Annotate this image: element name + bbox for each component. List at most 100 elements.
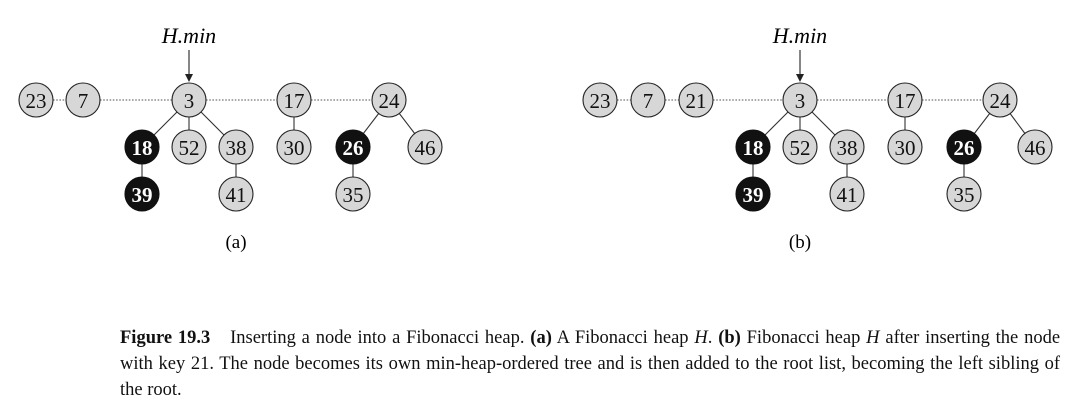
node-circle <box>18 82 54 118</box>
node-key: 38 <box>226 136 247 160</box>
tree-edge <box>764 111 789 136</box>
min-pointer: H.min <box>772 23 827 82</box>
heap-node-35: 35 <box>335 176 371 212</box>
caption-heap-symbol: H <box>694 328 708 348</box>
caption-text-2: A Fibonacci heap <box>556 328 689 348</box>
node-key: 3 <box>795 89 806 113</box>
tree-edge <box>362 113 380 134</box>
heap-node-30: 30 <box>276 129 312 165</box>
heap-node-7: 7 <box>65 82 101 118</box>
node-key: 26 <box>954 136 975 160</box>
caption-text-3: . <box>707 328 713 348</box>
node-circle <box>124 176 160 212</box>
node-key: 39 <box>743 183 764 207</box>
node-key: 52 <box>790 136 811 160</box>
node-key: 41 <box>837 183 858 207</box>
min-pointer-label: H.min <box>772 23 827 48</box>
heap-node-7: 7 <box>630 82 666 118</box>
heap-node-39: 39 <box>735 176 771 212</box>
node-key: 46 <box>1025 136 1046 160</box>
node-circle <box>829 129 865 165</box>
min-pointer: H.min <box>161 23 216 82</box>
node-key: 30 <box>895 136 916 160</box>
heap-node-30: 30 <box>887 129 923 165</box>
node-circle <box>735 129 771 165</box>
node-circle <box>218 176 254 212</box>
heap-node-38: 38 <box>218 129 254 165</box>
tree-edge <box>398 113 416 134</box>
node-key: 46 <box>415 136 436 160</box>
node-key: 41 <box>226 183 247 207</box>
node-key: 7 <box>643 89 654 113</box>
min-pointers: H.min H.min <box>161 23 827 82</box>
heap-node-52: 52 <box>171 129 207 165</box>
node-key: 24 <box>379 89 401 113</box>
node-circle <box>946 176 982 212</box>
node-key: 21 <box>686 89 707 113</box>
heap-node-3: 3 <box>171 82 207 118</box>
heap-node-18: 18 <box>735 129 771 165</box>
caption-text-1: Inserting a node into a Fibonacci heap. <box>230 328 525 348</box>
caption-part-b-label: (b) <box>718 328 741 348</box>
node-circle <box>371 82 407 118</box>
figure-number: Figure 19.3 <box>120 328 211 348</box>
caption-part-a-label: (a) <box>530 328 552 348</box>
node-circle <box>171 129 207 165</box>
node-circle <box>276 82 312 118</box>
heap-node-52: 52 <box>782 129 818 165</box>
node-key: 52 <box>179 136 200 160</box>
tree-edge <box>1009 113 1026 134</box>
arrowhead-icon <box>185 74 193 82</box>
arrowhead-icon <box>796 74 804 82</box>
heap-node-46: 46 <box>1017 129 1053 165</box>
heap-node-41: 41 <box>218 176 254 212</box>
heap-node-23: 23 <box>18 82 54 118</box>
heap-node-38: 38 <box>829 129 865 165</box>
heap-node-26: 26 <box>946 129 982 165</box>
node-circle <box>946 129 982 165</box>
caption-text-5: after inserting the node with key 21. Th… <box>120 328 1061 400</box>
heap-node-35: 35 <box>946 176 982 212</box>
heap-node-17: 17 <box>887 82 923 118</box>
node-circle <box>335 176 371 212</box>
node-key: 18 <box>743 136 764 160</box>
node-circle <box>735 176 771 212</box>
node-key: 39 <box>132 183 153 207</box>
node-circle <box>65 82 101 118</box>
tree-edge <box>200 111 225 136</box>
figure-caption: Figure 19.3 Inserting a node into a Fibo… <box>120 325 1060 403</box>
node-circle <box>887 129 923 165</box>
caption-text-4: Fibonacci heap <box>746 328 861 348</box>
node-key: 24 <box>990 89 1012 113</box>
node-key: 17 <box>284 89 305 113</box>
node-key: 3 <box>184 89 195 113</box>
node-key: 26 <box>343 136 364 160</box>
node-circle <box>678 82 714 118</box>
node-key: 18 <box>132 136 153 160</box>
node-key: 35 <box>954 183 975 207</box>
heap-node-24: 24 <box>982 82 1018 118</box>
heap-node-46: 46 <box>407 129 443 165</box>
heap-node-18: 18 <box>124 129 160 165</box>
node-key: 23 <box>26 89 47 113</box>
panel-labels: (a) (b) <box>225 232 811 253</box>
node-key: 17 <box>895 89 916 113</box>
node-circle <box>782 82 818 118</box>
node-circle <box>335 129 371 165</box>
node-circle <box>276 129 312 165</box>
panel-label: (a) <box>225 232 246 253</box>
node-circle <box>887 82 923 118</box>
node-key: 7 <box>78 89 89 113</box>
node-circle <box>782 129 818 165</box>
caption-heap-symbol-2: H <box>866 328 880 348</box>
node-circle <box>124 129 160 165</box>
tree-edges <box>141 111 1026 177</box>
heap-node-3: 3 <box>782 82 818 118</box>
node-key: 30 <box>284 136 305 160</box>
node-circle <box>171 82 207 118</box>
node-circle <box>218 129 254 165</box>
heap-node-24: 24 <box>371 82 407 118</box>
tree-edge <box>973 113 991 134</box>
panel-label: (b) <box>789 232 811 253</box>
